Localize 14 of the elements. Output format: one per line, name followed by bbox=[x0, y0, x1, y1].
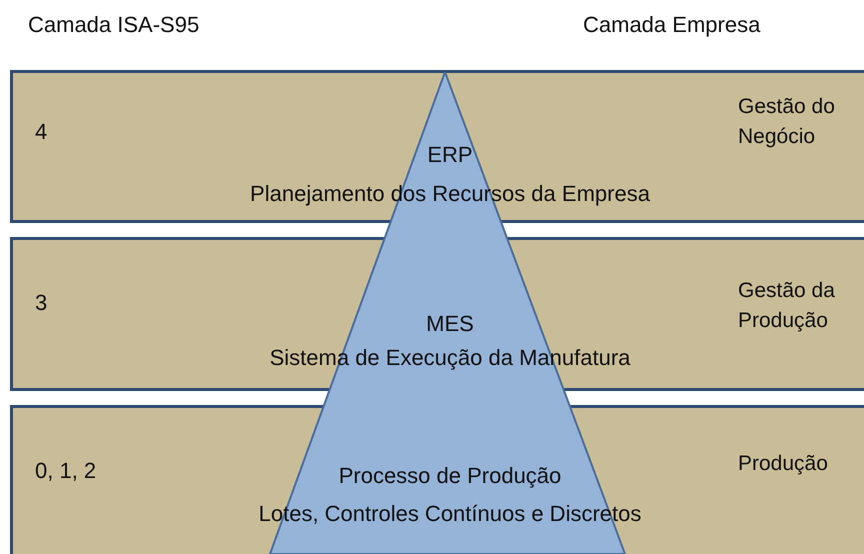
system-description: Planejamento dos Recursos da Empresa bbox=[249, 181, 651, 208]
level-number: 3 bbox=[35, 290, 48, 316]
layer-name: Produção bbox=[738, 451, 829, 477]
level-number: 0, 1, 2 bbox=[35, 458, 96, 484]
layer-band bbox=[10, 70, 864, 223]
layer-name: Gestão da Produção bbox=[738, 278, 836, 334]
system-name: ERP bbox=[426, 142, 474, 168]
system-name: Processo de Produção bbox=[338, 463, 562, 490]
column-heading: Camada Empresa bbox=[583, 12, 760, 38]
system-name: MES bbox=[425, 311, 475, 338]
layer-name: Gestão do Negócio bbox=[738, 94, 836, 150]
level-number: 4 bbox=[35, 119, 48, 146]
system-description: Lotes, Controles Contínuos e Discretos bbox=[258, 501, 642, 528]
column-heading: Camada ISA-S95 bbox=[28, 12, 200, 38]
